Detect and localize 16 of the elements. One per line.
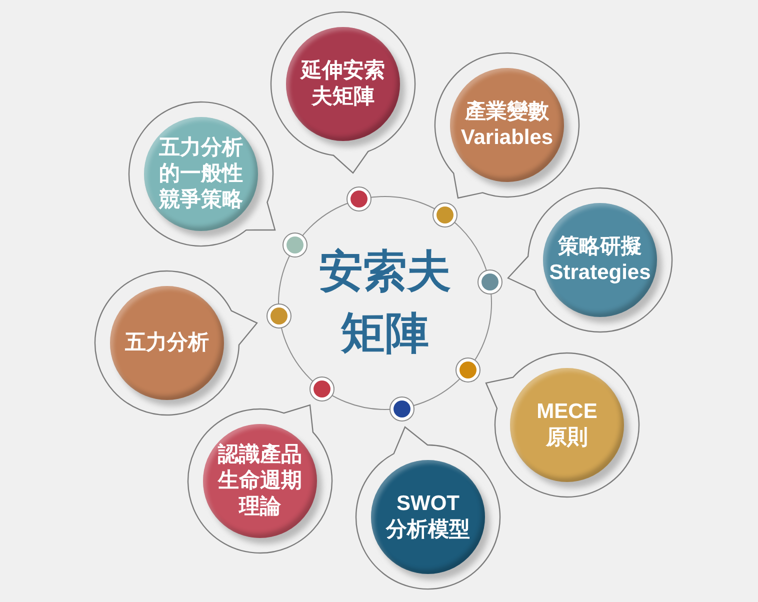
topic-circle: 延伸安索夫矩陣 (286, 27, 400, 141)
topic-circle: 策略研擬 Strategies (543, 203, 657, 317)
speech-bubble (433, 51, 581, 200)
speech-bubble (127, 100, 277, 248)
speech-bubble (484, 351, 641, 499)
topic-circle: MECE 原則 (510, 368, 624, 482)
speech-bubble (506, 186, 674, 334)
speech-bubble (93, 269, 259, 417)
topic-circle: 產業變數 Variables (450, 68, 564, 182)
speech-bubble (354, 425, 502, 591)
topic-circle: 認識產品生命週期理論 (203, 424, 317, 538)
speech-bubble (186, 403, 334, 555)
topic-circle: 五力分析 (110, 286, 224, 400)
topic-circle: 五力分析的一般性競爭策略 (144, 117, 258, 231)
topic-circle: SWOT 分析模型 (371, 460, 485, 574)
speech-bubble (269, 10, 417, 175)
